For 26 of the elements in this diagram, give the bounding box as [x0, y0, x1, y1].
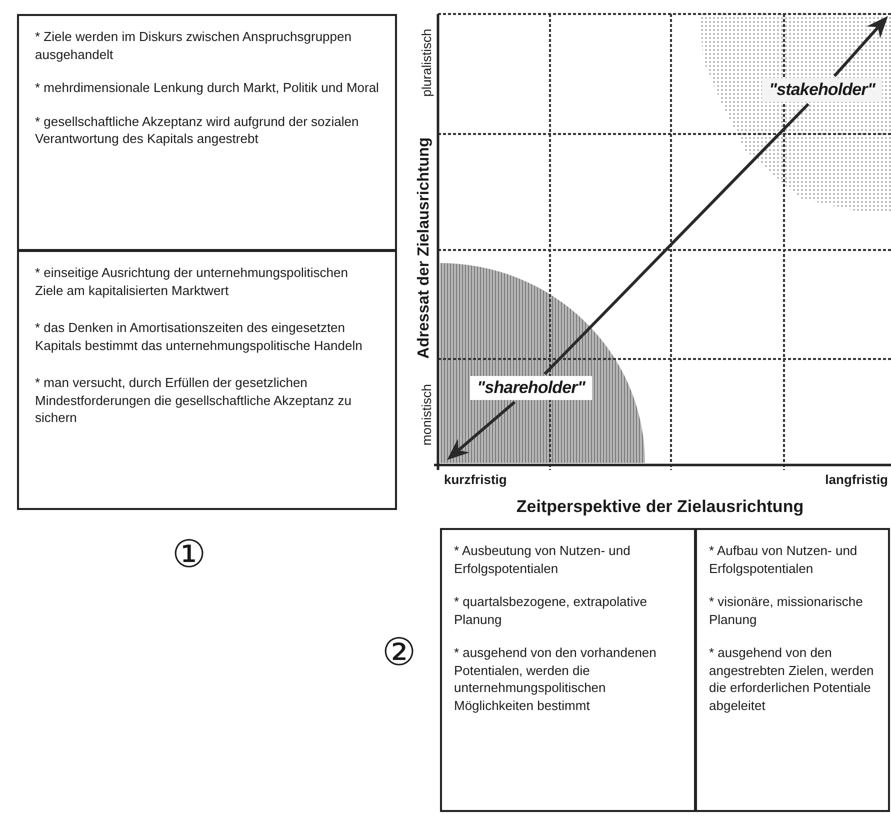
axis-value-label: langfristig [824, 471, 888, 489]
arrow-label: "shareholder" [470, 376, 592, 400]
bullet-text: * Aufbau von Nutzen- und Erfolgspotentialen [709, 542, 858, 578]
bullet-text: * ausgehend von den angestrebten Zielen, werden die erforderlichen Potentiale abgeleitet [709, 644, 875, 714]
axis-value-label: monistisch [418, 384, 436, 446]
text-panel [17, 14, 397, 251]
bullet-text: * mehrdimensionale Lenkung durch Markt, Politik und Moral [35, 79, 379, 97]
bullet-text: * Ziele werden im Diskurs zwischen Anspruchsgruppen ausgehandelt [35, 28, 352, 64]
text-panel [17, 250, 397, 510]
bullet-text: * Ausbeutung von Nutzen- und Erfolgspotentialen [454, 542, 632, 578]
text-panel [695, 528, 890, 812]
axis-value-label: kurzfristig [444, 471, 508, 489]
axis-value-label: pluralistisch [418, 29, 436, 97]
bullet-text: * einseitige Ausrichtung der unternehmungspolitischen Ziele am kapitalisierten Marktwert [35, 264, 349, 300]
axis-title: Adressat der Zielausrichtung [415, 137, 434, 359]
bullet-text: * gesellschaftliche Akzeptanz wird aufgrund der sozialen Verantwortung des Kapitals angestrebt [35, 112, 360, 148]
bullet-text: * man versucht, durch Erfüllen der gesetzlichen Mindestforderungen die gesellschaftliche Akzeptanz zu sichern [35, 374, 353, 427]
circled-number: ② [381, 634, 417, 676]
bullet-text: * quartalsbezogene, extrapolative Planung [454, 593, 648, 628]
axis-title: Zeitperspektive der Zielausrichtung [515, 496, 805, 518]
bullet-text: * visionäre, missionarische Planung [709, 593, 864, 628]
bullet-text: * das Denken in Amortisationszeiten des eingesetzten Kapitals bestimmt das unternehmungspolitische Handeln [35, 319, 364, 354]
text-panel [440, 528, 696, 812]
circled-number: ① [171, 536, 207, 578]
bullet-text: * ausgehend von den vorhandenen Potentialen, werden die unternehmungspolitischen Möglichkeiten bestimmt [454, 644, 658, 714]
arrow-label: "stakeholder" [762, 78, 882, 102]
